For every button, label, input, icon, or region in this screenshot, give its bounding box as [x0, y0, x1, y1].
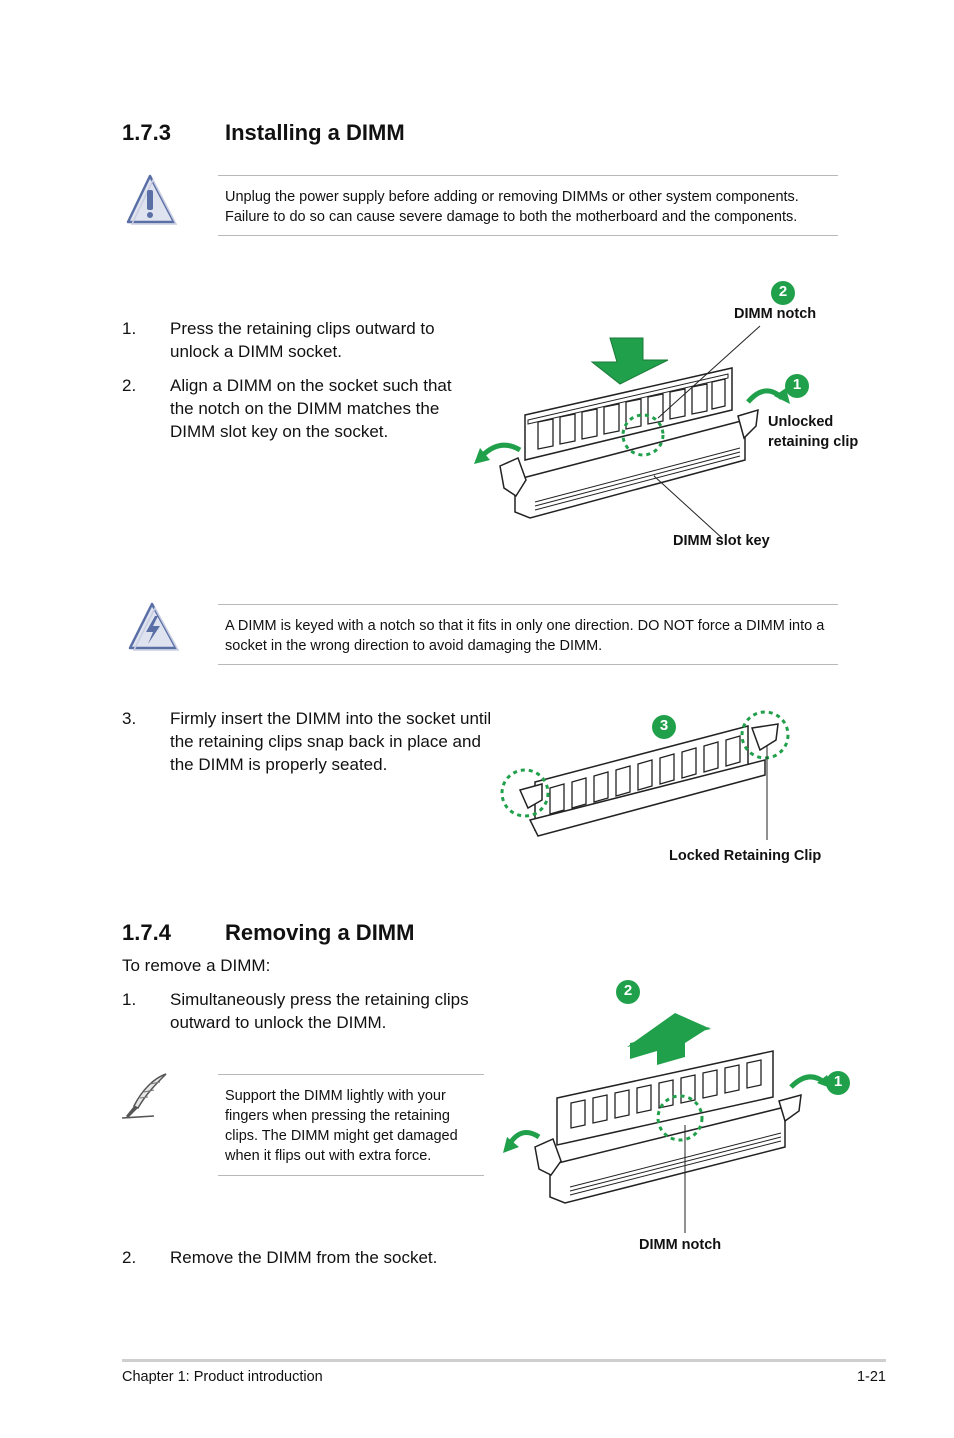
label-locked-retaining-clip: Locked Retaining Clip — [669, 848, 822, 864]
caution-icon — [124, 172, 178, 226]
figure-remove-dimm: 2 1 DIMM notch — [495, 975, 860, 1260]
note-text: Support the DIMM lightly with your finge… — [225, 1088, 458, 1164]
footer-chapter: Chapter 1: Product introduction — [122, 1369, 323, 1385]
note-rule-top — [218, 1074, 484, 1075]
footer-page-number: 1-21 — [856, 1369, 886, 1385]
badge-press-clip: 1 — [833, 1073, 843, 1090]
warning-rule-bottom — [218, 664, 838, 665]
caution-rule-top — [218, 175, 838, 176]
step-3-text: Firmly insert the DIMM into the socket u… — [170, 709, 492, 774]
caution-rule-bottom — [218, 235, 838, 236]
section-title-installing: Installing a DIMM — [225, 120, 405, 145]
note-pen-icon — [120, 1070, 172, 1122]
step-2-number: 2. — [122, 376, 137, 395]
remove-step-2-text: Remove the DIMM from the socket. — [170, 1248, 438, 1267]
badge-dimm-notch: 2 — [778, 283, 788, 300]
label-retaining-clip: retaining clip — [768, 434, 859, 450]
warning-text: A DIMM is keyed with a notch so that it … — [225, 618, 825, 654]
remove-intro: To remove a DIMM: — [122, 956, 271, 975]
step-1-number: 1. — [122, 319, 137, 338]
label-dimm-notch-remove: DIMM notch — [639, 1237, 722, 1253]
warning-rule-top — [218, 604, 838, 605]
section-number-1-7-4: 1.7.4 — [122, 920, 171, 945]
step-3-number: 3. — [122, 709, 137, 728]
remove-step-2-number: 2. — [122, 1248, 137, 1267]
figure-install-dimm: 2 1 DIMM notch Unlocked retaining clip D… — [460, 270, 880, 560]
caution-text: Unplug the power supply before adding or… — [225, 189, 799, 225]
badge-step-3: 3 — [659, 717, 669, 734]
figure-locked-dimm: 3 Locked Retaining Clip — [490, 700, 840, 875]
section-number-1-7-3: 1.7.3 — [122, 120, 171, 145]
remove-step-1-number: 1. — [122, 990, 137, 1009]
footer-rule — [122, 1359, 886, 1362]
label-dimm-notch: DIMM notch — [734, 306, 817, 322]
badge-lift-dimm: 2 — [623, 982, 633, 999]
label-dimm-slot-key: DIMM slot key — [673, 533, 770, 549]
label-unlocked: Unlocked — [768, 414, 834, 430]
step-2-text: Align a DIMM on the socket such that the… — [170, 376, 452, 441]
section-title-removing: Removing a DIMM — [225, 920, 415, 945]
warning-icon — [128, 600, 182, 654]
note-rule-bottom — [218, 1175, 484, 1176]
remove-step-1-text: Simultaneously press the retaining clips… — [170, 990, 469, 1032]
badge-unlocked-clip: 1 — [792, 376, 802, 393]
step-1-text: Press the retaining clips outward to unl… — [170, 319, 435, 361]
